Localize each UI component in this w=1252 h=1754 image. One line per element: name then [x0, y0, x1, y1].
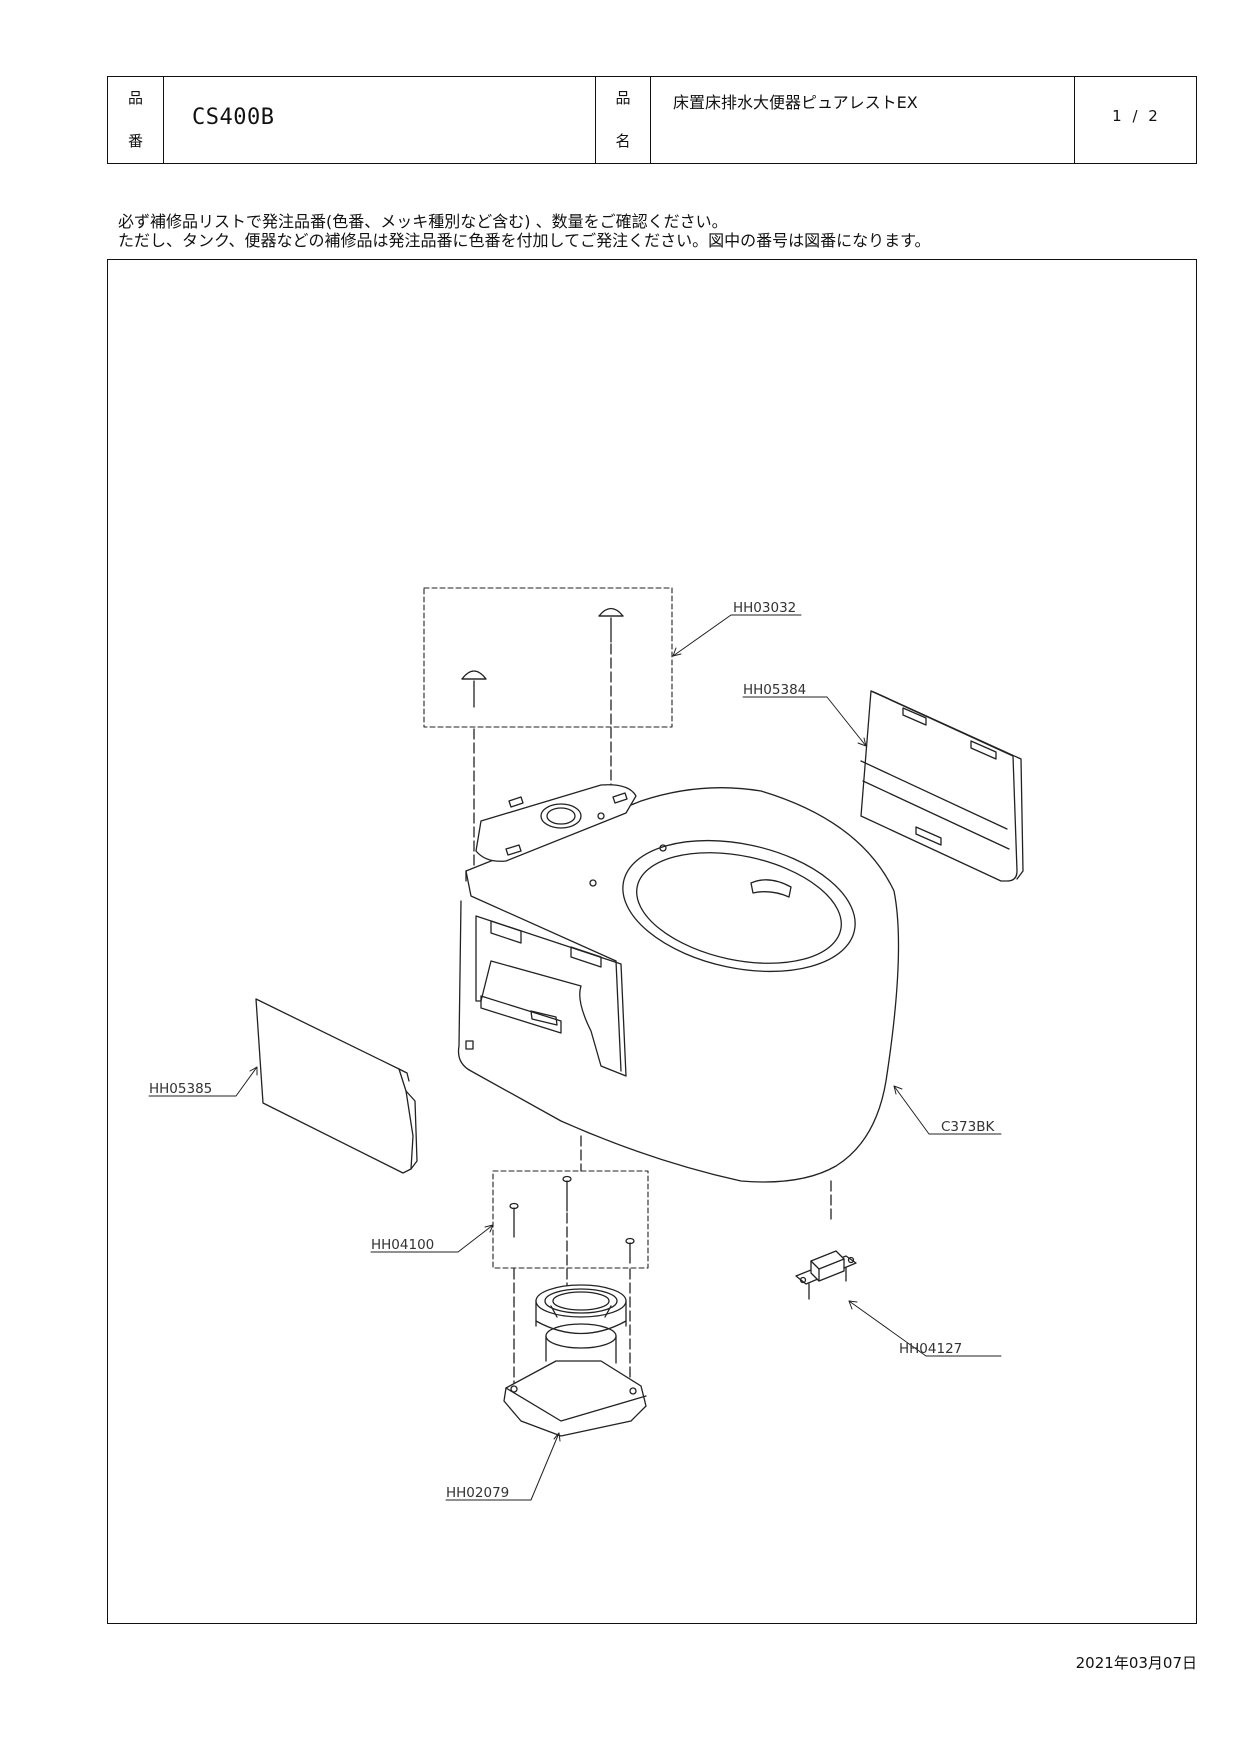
product-no-cell: CS400B: [163, 77, 595, 163]
notes: 必ず補修品リストで発注品番(色番、メッキ種別など含む) 、数量をご確認ください。…: [118, 212, 930, 250]
label-hh05385: HH05385: [149, 1081, 212, 1097]
floor-screw-3: [625, 1237, 635, 1264]
leader-hh05385: [148, 1066, 258, 1097]
floor-screw-group: [492, 1170, 649, 1387]
drain-flange-part: [503, 1284, 647, 1437]
leader-hh03032: [672, 614, 802, 657]
drawing-frame: HH03032 HH05384 HH05385 C373BK HH04100 H…: [107, 259, 1197, 1624]
product-name-label-bottom: 名: [615, 132, 631, 150]
leader-hh05384: [742, 696, 867, 747]
label-hh03032: HH03032: [733, 600, 796, 616]
label-hh02079: HH02079: [446, 1485, 509, 1501]
part-labels: HH03032 HH05384 HH05385 C373BK HH04100 H…: [149, 600, 995, 1501]
label-hh05384: HH05384: [743, 682, 806, 698]
leader-c373bk: [893, 1085, 1002, 1135]
hh04100-group-box: [492, 1170, 649, 1269]
product-name-label-cell: 品 名: [595, 77, 650, 163]
product-no-label-top: 品: [127, 89, 143, 107]
page-number: 1 / 2: [1112, 107, 1161, 125]
hh03032-group-box: [423, 587, 673, 728]
floor-screw-1: [509, 1202, 519, 1238]
seat-bolt-right: [598, 607, 624, 643]
leader-hh04100: [370, 1224, 494, 1253]
header-table: 品 番 CS400B 品 名 床置床排水大便器ピュアレストEX 1 / 2: [107, 76, 1197, 164]
product-name: 床置床排水大便器ピュアレストEX: [673, 93, 918, 112]
page-cell: 1 / 2: [1074, 77, 1198, 163]
product-name-cell: 床置床排水大便器ピュアレストEX: [650, 77, 1074, 163]
note-line-1: 必ず補修品リストで発注品番(色番、メッキ種別など含む) 、数量をご確認ください。: [118, 212, 728, 231]
leader-lines: [148, 614, 1002, 1501]
label-hh04127: HH04127: [899, 1341, 962, 1357]
side-cover-part: [255, 998, 418, 1174]
product-name-label-top: 品: [615, 89, 631, 107]
floor-screw-2: [562, 1175, 572, 1212]
product-no: CS400B: [192, 105, 275, 130]
seat-bolt-left: [461, 670, 487, 708]
label-c373bk: C373BK: [941, 1119, 995, 1135]
exploded-parts-diagram: HH03032 HH05384 HH05385 C373BK HH04100 H…: [148, 587, 1024, 1501]
label-hh04100: HH04100: [371, 1237, 434, 1253]
product-no-label-bottom: 番: [127, 132, 143, 150]
toilet-bowl-part: [457, 784, 900, 1222]
fixing-bracket-part: [795, 1250, 857, 1300]
leader-hh02079: [445, 1432, 560, 1501]
rear-cover-part: [860, 690, 1024, 882]
issue-date: 2021年03月07日: [1075, 1654, 1197, 1672]
product-no-label-cell: 品 番: [108, 77, 163, 163]
note-line-2: ただし、タンク、便器などの補修品は発注品番に色番を付加してご発注ください。図中の…: [118, 231, 931, 250]
leader-hh04127: [848, 1300, 1002, 1357]
